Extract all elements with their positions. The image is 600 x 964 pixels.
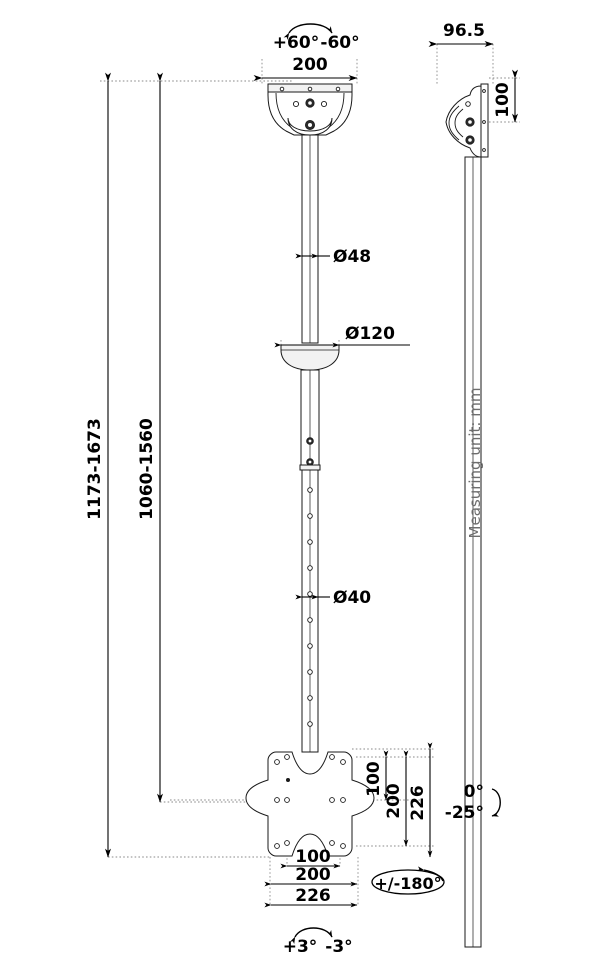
dim-value-96-5: 96.5 [443,21,485,41]
measuring-unit-note: Measuring unit: mm [466,388,484,539]
dimension-height-outer: 1173-1673 [85,72,111,858]
tilt-annotation: 0° -25° [445,782,501,823]
dimension-plate-height-226: 226 [352,742,434,858]
dim-value-vesa-v-200: 200 [384,783,404,819]
cover-disc-front [280,344,340,371]
dimension-vesa-vertical-200: 200 [384,750,409,847]
dim-value-d120: Ø120 [345,324,395,344]
dimension-lower-tube-dia: Ø40 [295,588,371,608]
dim-value-d40: Ø40 [333,588,371,608]
dimension-vesa-horizontal-100: 100 [280,847,341,869]
ceiling-plate-front [267,83,353,146]
dimension-cover-dia: Ø120 [274,324,410,348]
dim-value-plate-h-226: 226 [408,785,428,821]
dim-value-swivel-pos: +60° [273,33,319,53]
dim-value-d48: Ø48 [333,247,371,267]
rotation-annotation: +/-180° [371,866,445,895]
dim-value-tilt-0: 0° [464,782,484,802]
vesa-plate-front [245,751,375,857]
middle-tube-front [299,369,321,471]
dimension-plate-width-226: 226 [264,886,358,908]
lower-tube-front [301,469,319,753]
dim-value-swivel-neg: -60° [320,33,359,53]
dim-value-1173-1673: 1173-1673 [85,418,105,520]
dim-value-1060-1560: 1060-1560 [137,418,157,520]
upper-tube-front [301,134,319,344]
dimension-side-height-100: 100 [493,69,518,123]
dimension-ceiling-width-200: 200 [253,55,358,81]
dimension-upper-tube-dia: Ø48 [295,247,371,267]
dim-value-side-100: 100 [493,82,513,118]
dim-value-rotation-180: +/-180° [374,874,441,893]
dim-value-roll-neg: -3° [325,937,352,957]
dim-value-plate-w-226: 226 [295,886,331,906]
dim-value-vesa-h-100: 100 [295,847,331,867]
roll-annotation: +3° -3° [283,927,353,957]
side-view-assembly [445,83,489,948]
dimension-height-inner: 1060-1560 [137,72,163,803]
dimension-vesa-vertical-100: 100 [364,750,389,801]
dim-value-200-top: 200 [292,55,328,75]
dim-value-tilt-neg25: -25° [445,803,484,823]
dimension-side-depth-965: 96.5 [428,21,494,47]
dimension-vesa-horizontal-200: 200 [264,865,358,887]
dim-value-vesa-v-100: 100 [364,761,384,797]
dim-value-vesa-h-200: 200 [295,865,331,885]
dim-value-roll-pos: +3° [283,937,318,957]
swivel-arc-top: +60° -60° [273,23,360,53]
